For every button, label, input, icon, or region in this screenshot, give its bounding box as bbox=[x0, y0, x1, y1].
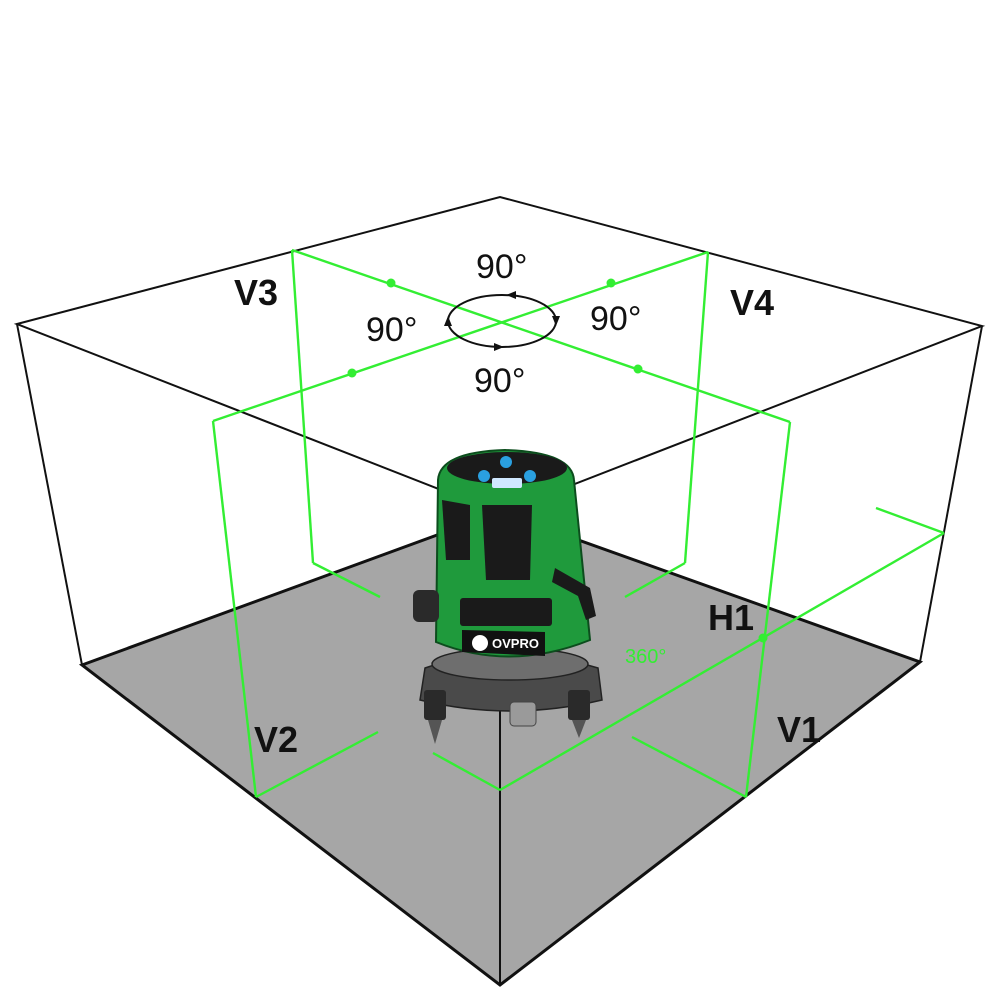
arrow-right-icon bbox=[552, 316, 560, 326]
angle-label-bottom: 90° bbox=[474, 362, 525, 400]
angle-label-top: 90° bbox=[476, 248, 527, 286]
v4-laser-floor-right bbox=[624, 561, 686, 599]
device-logo-icon bbox=[472, 635, 488, 651]
rotation-indicator bbox=[444, 291, 560, 351]
laser-dot bbox=[606, 278, 616, 288]
device-foot-right-tip bbox=[572, 720, 586, 738]
angle-label-left: 90° bbox=[366, 311, 417, 349]
device-lever-icon bbox=[552, 568, 596, 620]
laser-dots bbox=[347, 278, 768, 643]
h1-laser-right-wall bbox=[875, 506, 945, 535]
device-knob-icon bbox=[413, 590, 439, 622]
device-brand-label: OVPRO bbox=[492, 636, 539, 651]
v4-laser-top bbox=[212, 250, 709, 423]
v3-laser-floor-left bbox=[312, 561, 381, 599]
h1-laser-right-diag bbox=[499, 531, 945, 792]
edge-left-vertical bbox=[16, 323, 83, 666]
laser-dot bbox=[386, 278, 396, 288]
v4-laser-right bbox=[683, 251, 710, 564]
rotation-ellipse bbox=[447, 294, 557, 348]
device-top-cap bbox=[447, 452, 567, 484]
arrow-bottom-icon bbox=[494, 343, 504, 351]
laser-dot bbox=[758, 633, 768, 643]
device-display bbox=[492, 478, 522, 488]
rotation-label-360: 360° bbox=[625, 646, 666, 668]
device-foot-knob bbox=[509, 701, 537, 727]
v3-laser-left bbox=[290, 249, 315, 564]
device-button-left-icon bbox=[478, 470, 490, 482]
label-v4: V4 bbox=[730, 282, 774, 323]
label-v3: V3 bbox=[234, 272, 278, 313]
device-button-center-icon bbox=[500, 456, 512, 468]
label-v1: V1 bbox=[777, 709, 821, 750]
laser-lines bbox=[211, 248, 945, 799]
v3-laser-top bbox=[291, 248, 791, 424]
laser-level-device: OVPRO bbox=[413, 448, 603, 744]
label-v2: V2 bbox=[254, 719, 298, 760]
device-button-right-icon bbox=[524, 470, 536, 482]
device-foot-left-tip bbox=[428, 720, 442, 744]
h1-laser-front-left bbox=[432, 751, 501, 792]
device-window-front bbox=[482, 505, 532, 580]
laser-dot bbox=[347, 368, 357, 378]
v4-laser-floor-left bbox=[255, 730, 379, 799]
arrow-top-icon bbox=[506, 291, 516, 299]
device-side-latch bbox=[460, 598, 552, 626]
arrow-left-icon bbox=[444, 316, 452, 326]
device-window-left bbox=[442, 500, 470, 560]
edge-right-vertical bbox=[919, 325, 983, 663]
v3-laser-floor-right bbox=[631, 735, 747, 799]
angle-label-right: 90° bbox=[590, 300, 641, 338]
device-foot-left bbox=[424, 690, 446, 720]
device-foot-right bbox=[568, 690, 590, 720]
laser-dot bbox=[633, 364, 643, 374]
label-h1: H1 bbox=[708, 597, 754, 638]
v4-laser-left bbox=[211, 420, 258, 798]
v3-laser-right bbox=[744, 421, 792, 798]
